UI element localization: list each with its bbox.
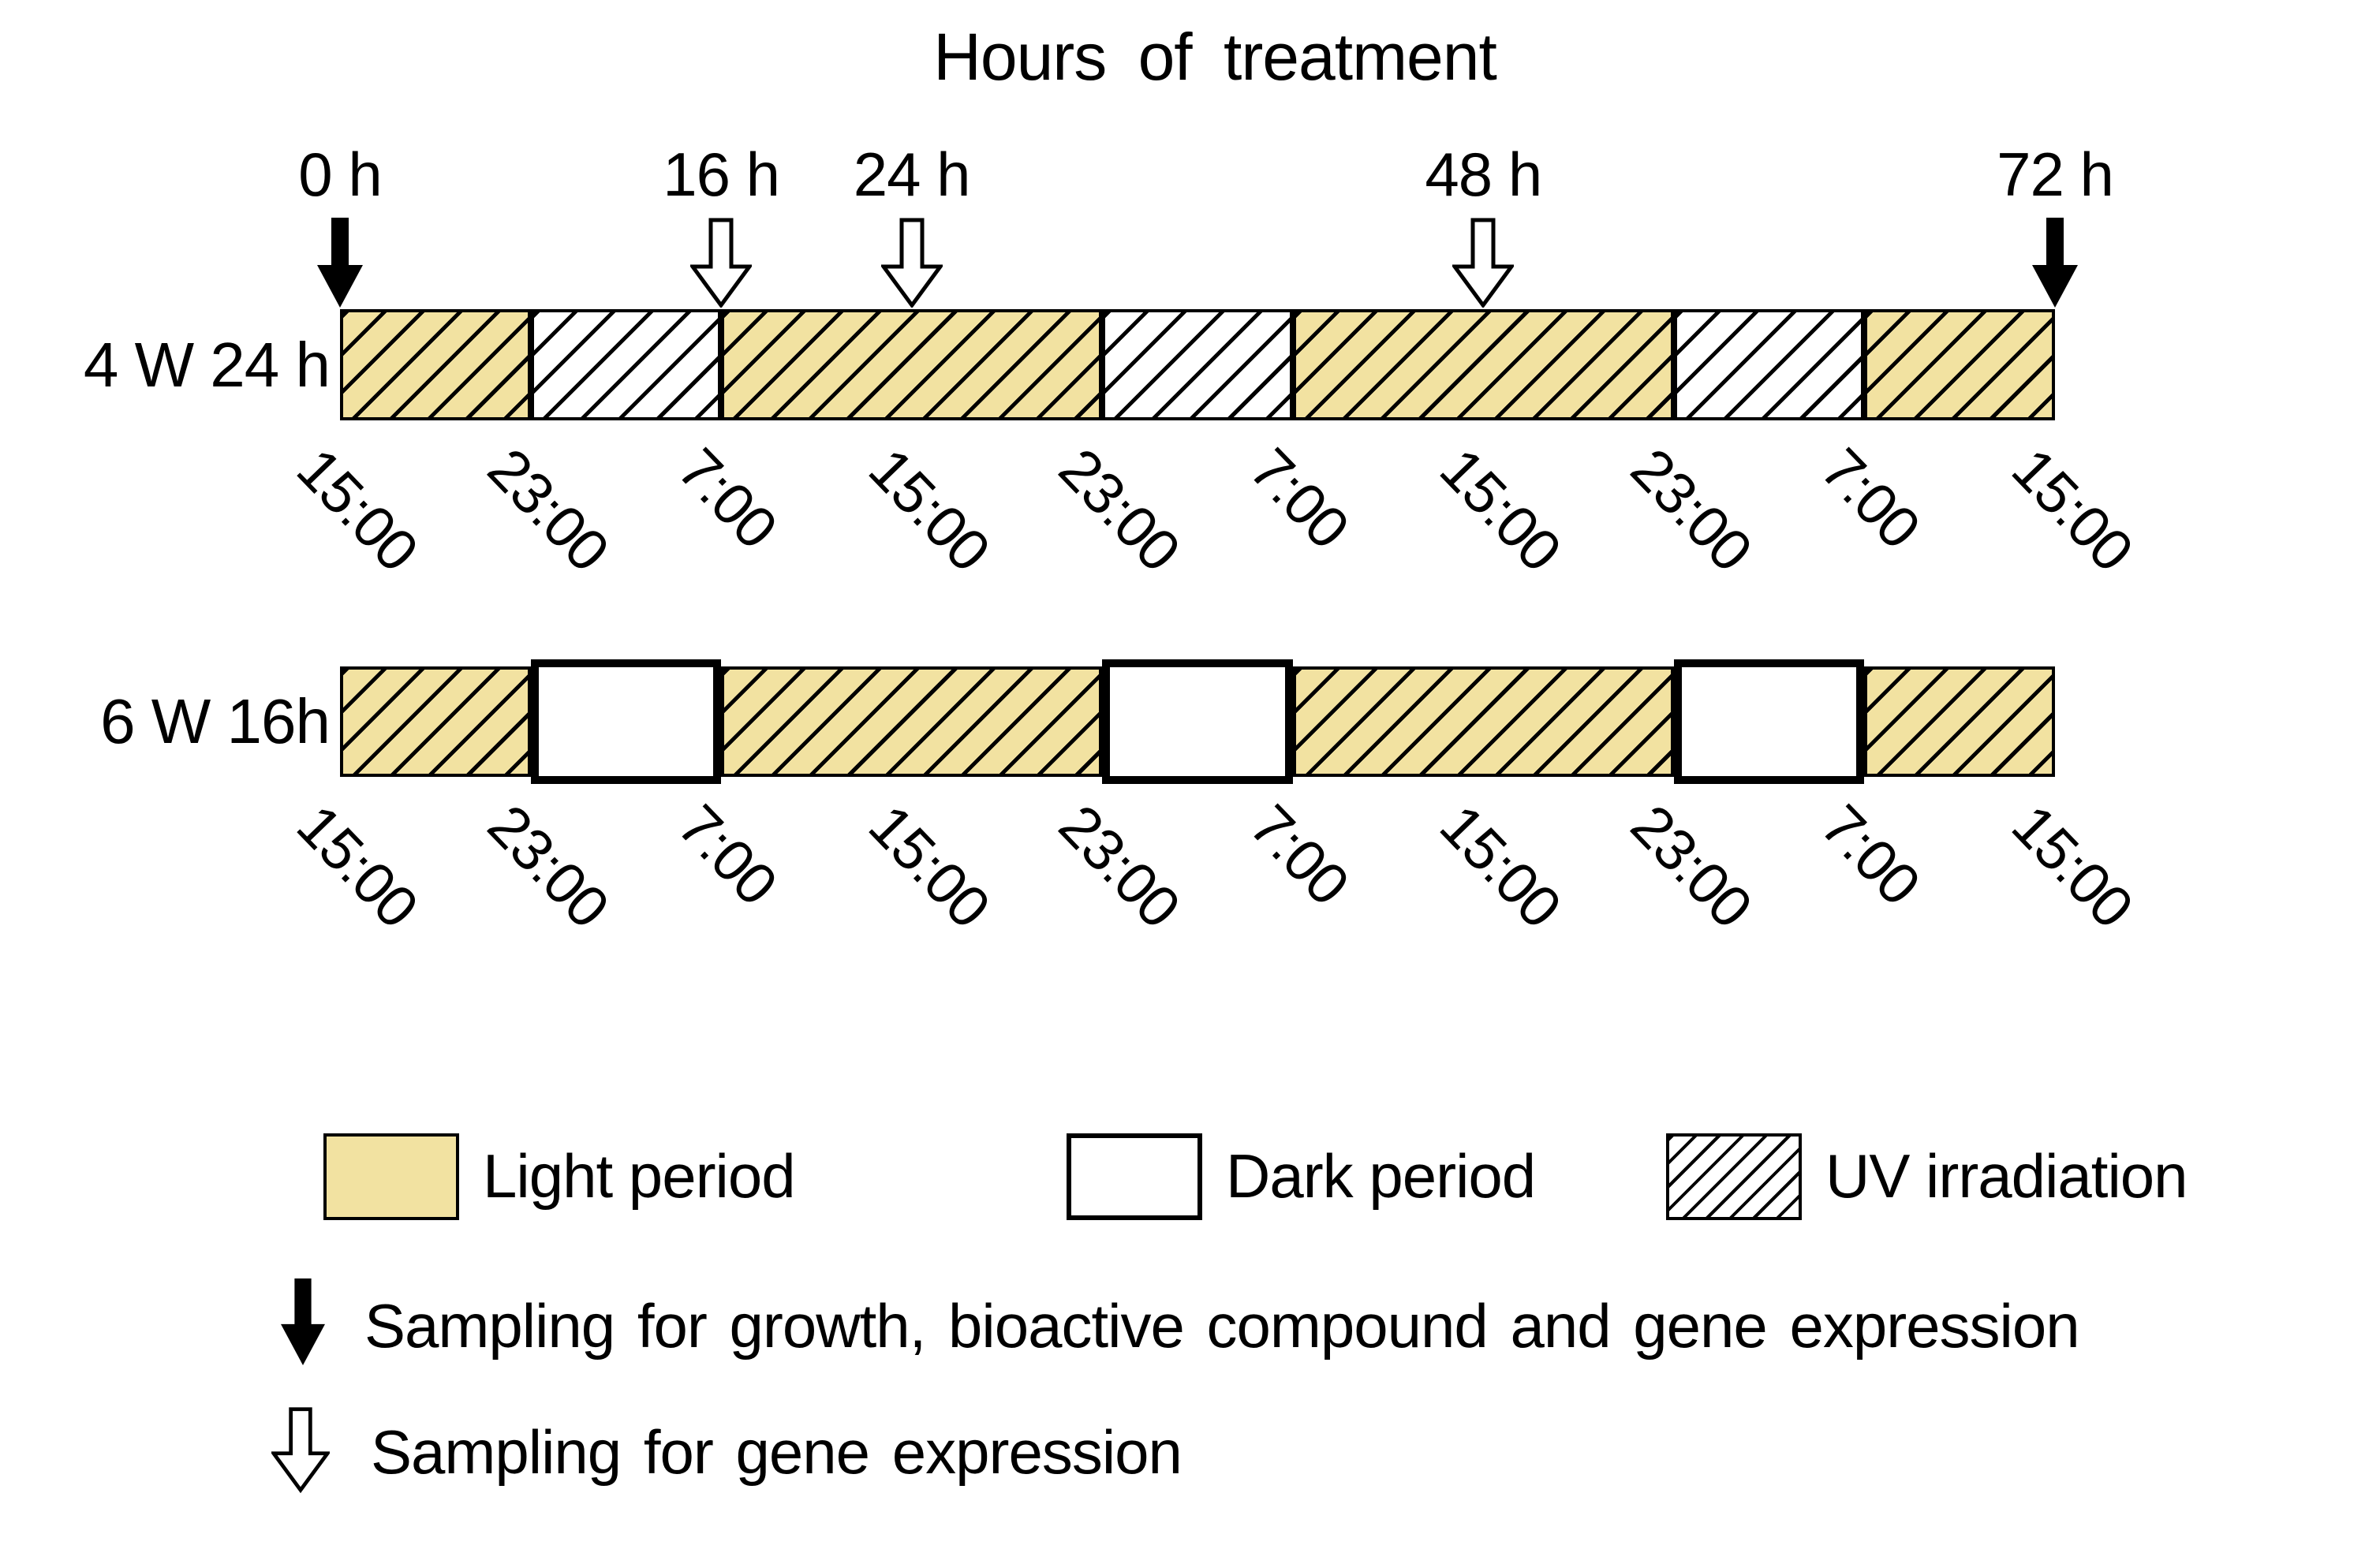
- open-down-arrow-icon: [879, 218, 944, 312]
- segment-light-uv: [1292, 666, 1674, 777]
- segment-dark: [1673, 659, 1865, 784]
- segment-dark: [530, 659, 722, 784]
- open-down-arrow-icon: [689, 218, 754, 312]
- segment-light-uv: [340, 666, 531, 777]
- time-tick-label: 23:00: [1618, 435, 1765, 584]
- sampling-growth-label: Sampling for growth, bioactive compound …: [364, 1291, 2080, 1361]
- segment-dark: [1102, 659, 1293, 784]
- time-marker-label: 72 h: [1997, 140, 2114, 209]
- row-label-6w16h: 6 W 16h: [100, 686, 331, 756]
- legend-label-light-period: Light period: [483, 1141, 796, 1211]
- time-tick-label: 7:00: [666, 792, 790, 917]
- segment-light-uv: [721, 666, 1103, 777]
- segment-light-uv: [1864, 666, 2055, 777]
- time-tick-label: 15:00: [1428, 435, 1575, 584]
- time-tick-label: 15:00: [284, 792, 431, 940]
- filled-down-arrow-icon: [317, 218, 363, 312]
- time-tick-label: 15:00: [1999, 792, 2146, 940]
- segment-light-uv: [1292, 309, 1674, 420]
- time-tick-label: 7:00: [1809, 435, 1934, 561]
- filled-down-arrow-icon: [281, 1278, 325, 1370]
- time-marker-label: 16 h: [663, 140, 780, 209]
- segment-light-uv: [340, 309, 531, 420]
- segment-dark-uv: [530, 309, 722, 420]
- time-tick-label: 7:00: [1809, 792, 1934, 917]
- time-marker-label: 0 h: [298, 140, 382, 209]
- treatment-bar-4w24h: [340, 309, 2055, 420]
- treatment-bar-6w16h: [340, 659, 2055, 784]
- time-tick-label: 7:00: [1237, 435, 1362, 561]
- segment-dark-uv: [1102, 309, 1293, 420]
- time-tick-label: 23:00: [1047, 792, 1193, 940]
- legend-label-uv-irradiation: UV irradiation: [1825, 1141, 2188, 1211]
- time-tick-label: 15:00: [1428, 792, 1575, 940]
- time-tick-label: 15:00: [1999, 435, 2146, 584]
- segment-light-uv: [721, 309, 1103, 420]
- filled-down-arrow-icon: [2032, 218, 2078, 312]
- diagram-title: Hours of treatment: [933, 20, 1497, 94]
- legend-swatch-dark-period: [1067, 1133, 1202, 1220]
- row-label-4w24h: 4 W 24 h: [83, 330, 331, 400]
- time-tick-label: 23:00: [1618, 792, 1765, 940]
- sampling-gene-label: Sampling for gene expression: [371, 1417, 1183, 1487]
- segment-light-uv: [1864, 309, 2055, 420]
- time-marker-label: 48 h: [1425, 140, 1542, 209]
- time-tick-label: 15:00: [856, 435, 1003, 584]
- legend-label-dark-period: Dark period: [1226, 1141, 1536, 1211]
- time-tick-label: 23:00: [475, 792, 622, 940]
- time-tick-label: 7:00: [666, 435, 790, 561]
- time-tick-label: 23:00: [475, 435, 622, 584]
- time-tick-label: 7:00: [1237, 792, 1362, 917]
- legend-swatch-uv-irradiation: [1666, 1133, 1802, 1220]
- open-down-arrow-icon: [270, 1404, 331, 1499]
- time-tick-label: 15:00: [284, 435, 431, 584]
- legend-swatch-light-period: [323, 1133, 459, 1220]
- time-tick-label: 23:00: [1047, 435, 1193, 584]
- time-tick-label: 15:00: [856, 792, 1003, 940]
- time-marker-label: 24 h: [853, 140, 971, 209]
- open-down-arrow-icon: [1451, 218, 1516, 312]
- segment-dark-uv: [1673, 309, 1865, 420]
